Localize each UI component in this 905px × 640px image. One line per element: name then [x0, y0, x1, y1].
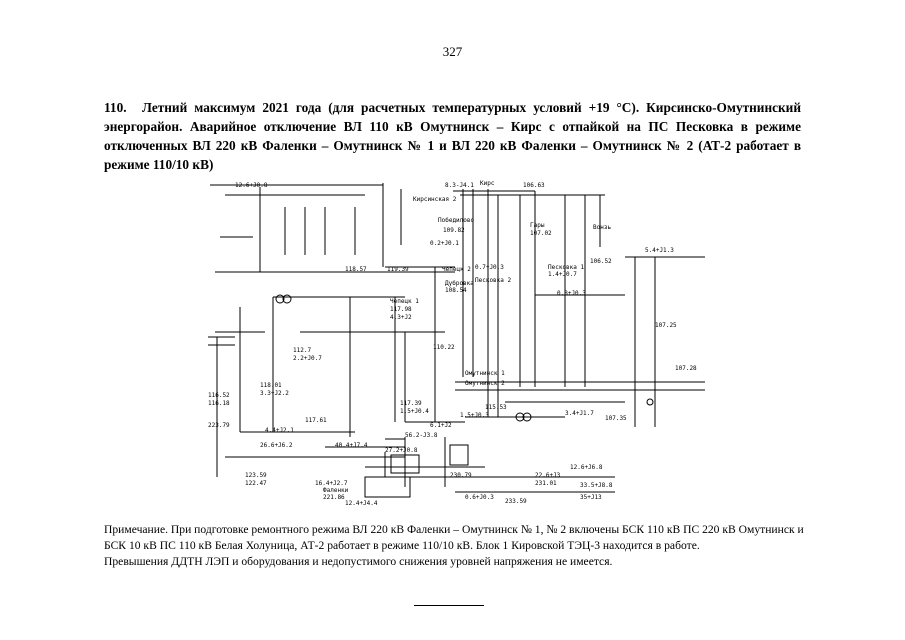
label-flow: 4.4+J2.1 [265, 427, 294, 434]
label-substation: Чепецк 2 [442, 266, 471, 273]
label-voltage: 107.35 [605, 415, 627, 422]
label-voltage: 106.52 [590, 258, 612, 265]
label-flow: 3.4+J1.7 [565, 410, 594, 417]
label-voltage: 107.25 [655, 322, 677, 329]
label-voltage: 106.63 [523, 182, 545, 189]
label-flow: 0.2+J0.1 [430, 240, 459, 247]
label-substation: Вонзь [593, 224, 611, 231]
label-voltage: 123.59 [245, 472, 267, 479]
label-flow: 6.1+J2 [430, 422, 452, 429]
label-flow: 3.3+J2.2 [260, 390, 289, 397]
note-paragraph: Примечание. При подготовке ремонтного ре… [104, 523, 804, 552]
label-voltage: 117.61 [305, 417, 327, 424]
power-grid-schematic: 8.3-J4.1 106.63 12.6+J0.8 Кирс Кирсинска… [205, 177, 720, 510]
label-substation: Песковка 2 [475, 277, 512, 284]
label-substation: Чепецк 1 [390, 298, 419, 305]
note-block: Примечание. При подготовке ремонтного ре… [104, 522, 814, 570]
label-voltage: 118.57 [345, 266, 367, 273]
label-voltage: 115.53 [485, 404, 507, 411]
label-flow: 0.6+J0.3 [465, 494, 494, 501]
label-voltage: 117.98 [390, 306, 412, 313]
label-flow: 35+J13 [580, 494, 602, 501]
label-flow: 22.6+J3 [535, 472, 561, 479]
label-flow: 5.4+J1.3 [645, 247, 674, 254]
label-substation: Победилово [438, 217, 475, 224]
section-title: Летний максимум 2021 года (для расчетных… [104, 100, 801, 172]
schematic-labels: 8.3-J4.1 106.63 12.6+J0.8 Кирс Кирсинска… [208, 180, 697, 507]
label-voltage: 116.18 [208, 400, 230, 407]
label-flow: 4.3+J2 [390, 314, 412, 321]
label-flow: 33.5+J8.8 [580, 482, 613, 489]
label-voltage: 122.47 [245, 480, 267, 487]
label-voltage: 110.22 [433, 344, 455, 351]
label-substation: Песковка 1 [548, 264, 585, 271]
schematic-lines [208, 183, 705, 498]
label-substation: Дубровка [445, 280, 474, 287]
label-substation: Омутнинск 2 [465, 380, 505, 387]
label-flow: 1.4+J0.7 [548, 271, 577, 278]
section-number: 110. [104, 100, 127, 115]
label-flow: 56.2-J3.8 [405, 432, 438, 439]
label-voltage: 119.39 [387, 266, 409, 273]
label-flow: 12.6+J0.8 [235, 182, 268, 189]
schematic-drawing: 8.3-J4.1 106.63 12.6+J0.8 Кирс Кирсинска… [208, 180, 705, 507]
label-flow: 12.6+J6.8 [570, 464, 603, 471]
label-voltage: 107.28 [675, 365, 697, 372]
label-flow: 1.5+J0.4 [400, 408, 429, 415]
label-voltage: 117.39 [400, 400, 422, 407]
page-number: 327 [442, 44, 463, 59]
label-voltage: 107.02 [530, 230, 552, 237]
label-flow: 26.6+J6.2 [260, 442, 293, 449]
label-voltage: 221.86 [323, 494, 345, 501]
label-flow: 16.4+J2.7 [315, 480, 348, 487]
label-substation: Омутнинск 1 [465, 370, 505, 377]
label-flow: 2.2+J0.7 [293, 355, 322, 362]
section-heading: 110.Летний максимум 2021 года (для расче… [104, 98, 801, 174]
note-paragraph-2: Превышения ДДТН ЛЭП и оборудования и нед… [104, 555, 613, 568]
label-flow: 0.7+J0.3 [475, 264, 504, 271]
label-voltage: 112.7 [293, 347, 311, 354]
label-flow: 1.5+J0.3 [460, 412, 489, 419]
label-voltage: 108.54 [445, 287, 467, 294]
label-voltage: 116.52 [208, 392, 230, 399]
label-flow: 12.4+J4.4 [345, 500, 378, 507]
label-flow: 0.8+J0.3 [557, 290, 586, 297]
label-substation: Кирс [480, 180, 495, 187]
label-voltage: 118.01 [260, 382, 282, 389]
label-substation: Кирсинская 2 [413, 196, 457, 203]
footer-divider [414, 605, 484, 606]
label-voltage: 109.82 [443, 227, 465, 234]
label-voltage: 230.79 [450, 472, 472, 479]
label-flow: 27.2+J0.8 [385, 447, 418, 454]
label-substation: Гары [530, 222, 545, 229]
label-voltage: 223.79 [208, 422, 230, 429]
label-flow: 8.3-J4.1 [445, 182, 474, 189]
label-voltage: 233.59 [505, 498, 527, 505]
label-voltage: 231.01 [535, 480, 557, 487]
label-flow: 40.4+J7.4 [335, 442, 368, 449]
label-substation: Фаленки [323, 487, 349, 494]
